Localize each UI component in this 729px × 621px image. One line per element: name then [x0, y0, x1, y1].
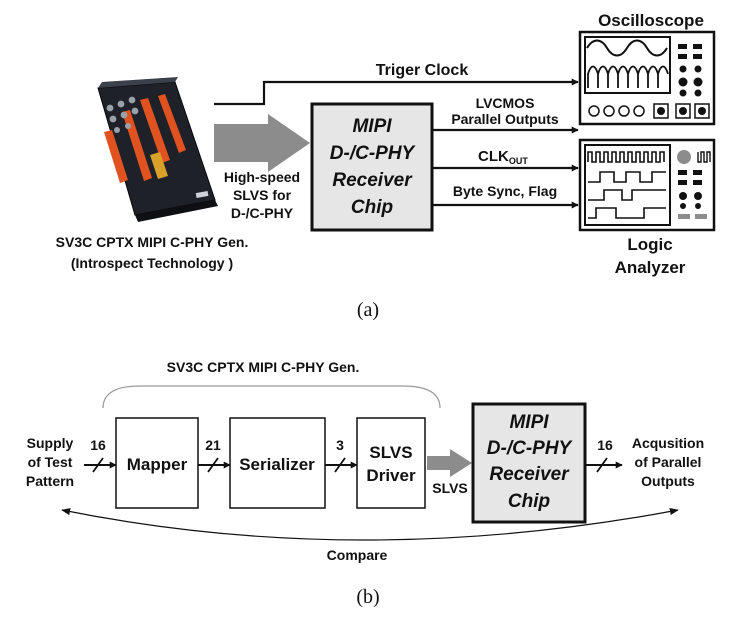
supply-label-line3: Pattern — [26, 473, 74, 489]
compare-arrow — [61, 507, 679, 541]
byte-sync-label: Byte Sync, Flag — [453, 183, 557, 199]
caption-a: (a) — [357, 299, 379, 321]
acquisition-label-line2: of Parallel — [635, 454, 702, 470]
acquisition-label-line3: Outputs — [641, 473, 695, 489]
bus-serializer-slash — [334, 457, 346, 473]
receiver-chip-b — [471, 402, 587, 524]
caption-b: (b) — [356, 586, 379, 608]
compare-label: Compare — [327, 547, 388, 563]
generator-label-line1: SV3C CPTX MIPI C-PHY Gen. — [56, 234, 249, 250]
bus-in-slash — [92, 457, 104, 473]
cphy-generator-device-icon — [97, 77, 218, 222]
slvs-driver-label-line1: SLVS — [369, 443, 412, 462]
clk-out-label: CLKOUT — [478, 148, 528, 166]
chip-a-line1: MIPI — [352, 116, 392, 137]
bus-mapper-width: 21 — [205, 437, 221, 453]
panel-a: Triger Clock MIPI D-/C-PHY Receiver Chip… — [56, 11, 716, 321]
slvs-input-arrow — [214, 114, 310, 172]
generator-label-line2: (Introspect Technology ) — [71, 255, 233, 271]
logic-analyzer-icon — [578, 138, 716, 232]
chip-b-line1: MIPI — [509, 412, 549, 433]
slvs-label-line3: D-/C-PHY — [231, 205, 294, 221]
bus-mapper-slash — [207, 457, 219, 473]
chip-a-line4: Chip — [351, 197, 393, 218]
slvs-label-line1: High-speed — [224, 169, 300, 185]
bus-serializer-width: 3 — [336, 437, 344, 453]
mapper-label: Mapper — [127, 455, 188, 474]
bus-out-slash — [596, 457, 608, 473]
serializer-label: Serializer — [239, 455, 315, 474]
supply-label-line1: Supply — [27, 435, 74, 451]
receiver-chip-a — [310, 102, 434, 232]
acquisition-label-line1: Acqusition — [632, 435, 704, 451]
panel-b: SV3C CPTX MIPI C-PHY Gen. Supply of Test… — [26, 359, 704, 608]
trigger-clock-line — [214, 78, 579, 106]
supply-label-line2: of Test — [28, 454, 73, 470]
chip-b-line4: Chip — [508, 491, 550, 512]
generator-group-bracket — [102, 385, 441, 409]
oscilloscope-icon — [578, 30, 716, 126]
logic-analyzer-title-line1: Logic — [627, 235, 672, 254]
slvs-output-arrow — [427, 449, 472, 477]
logic-analyzer-title-line2: Analyzer — [615, 258, 686, 277]
generator-group-label: SV3C CPTX MIPI C-PHY Gen. — [167, 359, 360, 375]
chip-a-line3: Receiver — [332, 170, 413, 191]
oscilloscope-title: Oscilloscope — [598, 11, 704, 30]
bus-in-width: 16 — [90, 437, 106, 453]
lvcmos-label: LVCMOS — [476, 95, 535, 111]
chip-b-line2: D-/C-PHY — [487, 438, 574, 459]
chip-b-line3: Receiver — [489, 464, 570, 485]
trigger-clock-label: Triger Clock — [376, 62, 469, 79]
serializer-block — [229, 417, 326, 509]
slvs-driver-block — [356, 417, 426, 509]
bus-out-width: 16 — [597, 437, 613, 453]
parallel-outputs-label: Parallel Outputs — [451, 111, 559, 127]
slvs-label-line2: SLVS for — [233, 187, 292, 203]
chip-a-line2: D-/C-PHY — [330, 143, 417, 164]
slvs-link-label: SLVS — [432, 480, 468, 496]
slvs-driver-label-line2: Driver — [366, 466, 416, 485]
